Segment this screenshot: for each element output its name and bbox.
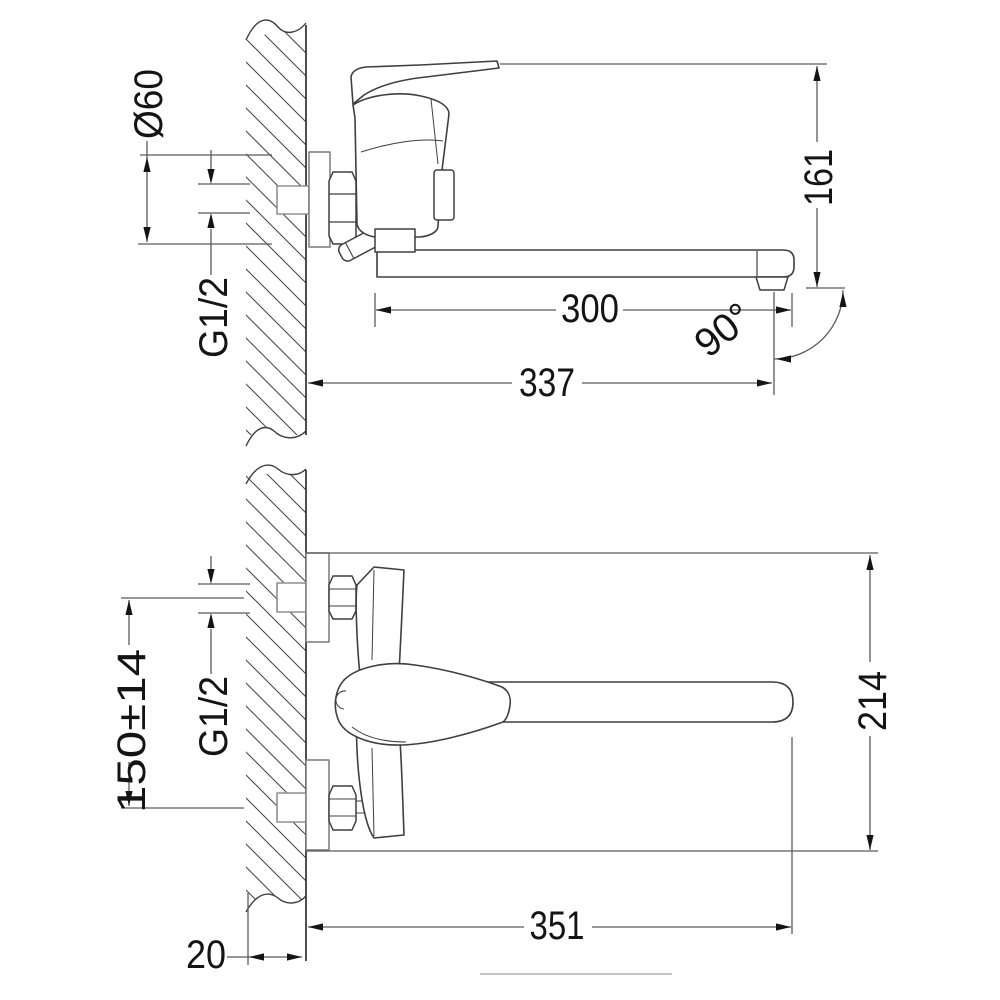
side-view xyxy=(276,60,795,291)
plan-view xyxy=(276,552,794,851)
arrowhead xyxy=(776,355,791,363)
side-pivot-collar xyxy=(374,228,416,253)
dimension-escutcheon-diameter: Ø60 xyxy=(127,69,272,245)
wall-hatch-lower xyxy=(246,474,306,903)
plan-lever-handle xyxy=(334,662,512,746)
dimensions-side-view: Ø60 G1/2 161 xyxy=(127,63,847,405)
dim-label-swivel-angle: 90° xyxy=(686,294,760,366)
arrowhead xyxy=(207,569,215,584)
arrowhead xyxy=(249,953,264,961)
arrowhead xyxy=(757,379,772,387)
dimension-overall-reach-351: 351 xyxy=(308,737,793,948)
side-aerator-outlet xyxy=(755,276,789,291)
side-spout xyxy=(376,249,795,278)
dimensions-plan-view: 214 150±14 G1/2 35 xyxy=(110,552,895,977)
dim-label-escutcheon-diameter: Ø60 xyxy=(127,69,171,139)
dimension-inlet-centers-150: 150±14 xyxy=(110,597,244,813)
arrowhead xyxy=(813,272,821,287)
arrowhead xyxy=(776,306,791,314)
dim-label-inlet-centers: 150±14 xyxy=(110,649,154,813)
arrowhead xyxy=(839,292,847,307)
side-body-seam xyxy=(360,139,444,153)
dimension-wall-thickness-20: 20 xyxy=(186,893,302,977)
dim-label-wall-thickness: 20 xyxy=(186,933,226,977)
arrowhead xyxy=(308,923,323,931)
side-connection-nut xyxy=(328,171,357,245)
arrowhead xyxy=(866,835,874,850)
dim-label-inlet-thread-plan: G1/2 xyxy=(192,676,236,757)
wall-break-mid-lower xyxy=(245,464,307,485)
wall-section xyxy=(245,19,307,961)
wall-hatch-upper xyxy=(246,31,306,435)
dim-label-reach: 337 xyxy=(519,361,575,405)
plan-connection-nut-top xyxy=(328,575,357,620)
arrowhead xyxy=(125,791,133,806)
plan-handle-contour xyxy=(351,726,407,743)
arrowhead xyxy=(308,379,323,387)
arrowhead xyxy=(287,953,302,961)
plan-spout xyxy=(479,681,794,723)
side-escutcheon xyxy=(308,151,331,248)
arrowhead xyxy=(207,213,215,228)
dim-label-overall-reach: 351 xyxy=(530,904,585,948)
plan-connection-nut-bottom xyxy=(328,785,357,831)
dim-label-height: 161 xyxy=(797,149,841,206)
arrowhead xyxy=(125,600,133,615)
side-spout-pivot-boss xyxy=(433,169,455,221)
dimension-height-161: 161 xyxy=(500,63,845,289)
dimension-reach-337: 337 xyxy=(308,292,775,405)
arrowhead xyxy=(143,157,151,172)
dimension-swivel-angle-90: 90° xyxy=(686,289,847,366)
side-lever-handle xyxy=(350,60,500,105)
plan-body-seam xyxy=(371,569,375,661)
dimension-overall-height-214: 214 xyxy=(306,552,895,852)
plan-escutcheon-top xyxy=(305,552,330,643)
plan-handle-hinge-arc xyxy=(335,690,347,710)
arrowhead xyxy=(207,613,215,628)
dimension-inlet-thread-plan: G1/2 xyxy=(192,556,250,757)
dimension-spout-length-300: 300 xyxy=(374,287,793,331)
wall-break-top xyxy=(245,19,307,41)
dim-label-overall-height: 214 xyxy=(851,671,895,731)
side-body-seam xyxy=(430,98,439,165)
arrowhead xyxy=(143,227,151,242)
arrowhead xyxy=(866,555,874,570)
arrowhead xyxy=(207,169,215,184)
arrowhead xyxy=(813,66,821,81)
plan-escutcheon-bottom xyxy=(305,759,330,851)
wall-break-bottom-mask xyxy=(246,894,306,912)
dimension-inlet-thread-side: G1/2 xyxy=(192,150,250,358)
wall-break-mid-upper-mask xyxy=(246,427,306,447)
wall-break-bottom xyxy=(245,893,307,913)
wall-break-mid-upper xyxy=(245,426,307,447)
plan-pipe-stub-top xyxy=(276,582,307,613)
arrowhead xyxy=(776,923,791,931)
side-pipe-stub xyxy=(276,185,310,215)
arrowhead xyxy=(376,306,391,314)
side-body xyxy=(352,93,450,238)
dim-label-spout-length: 300 xyxy=(561,287,619,331)
plan-pipe-stub-bottom xyxy=(276,792,307,823)
plan-body-seam xyxy=(371,747,375,837)
dim-label-inlet-thread-side: G1/2 xyxy=(192,277,236,358)
